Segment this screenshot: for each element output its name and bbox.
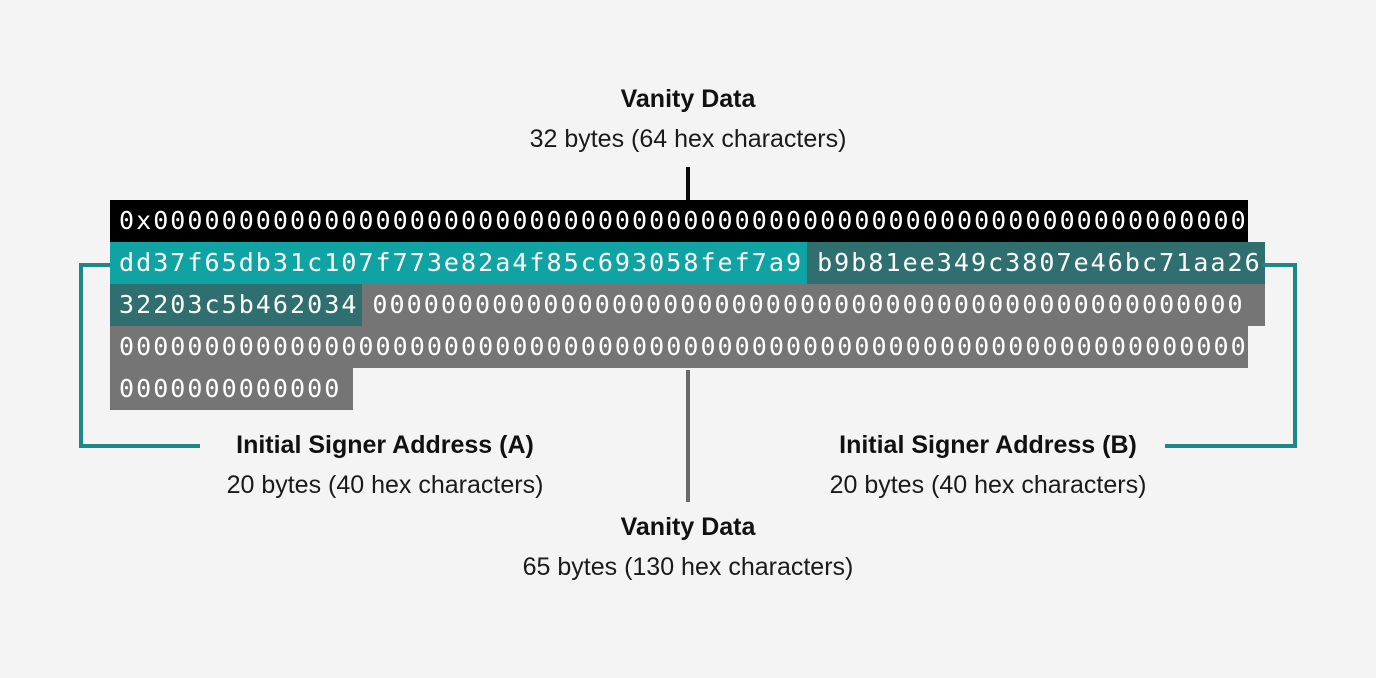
- signer-b-bracket-bottom: [1165, 444, 1297, 448]
- vanity-zeros-row3: 0000000000000000000000000000000000000000…: [362, 284, 1265, 326]
- hex-data-block: 0x00000000000000000000000000000000000000…: [110, 200, 1265, 410]
- hex-row-2: dd37f65db31c107f773e82a4f85c693058fef7a9…: [110, 242, 1265, 284]
- top-annotation: Vanity Data 32 bytes (64 hex characters): [488, 84, 888, 155]
- hex-row-5: 0000000000000: [110, 368, 354, 410]
- bottom-connector-line: [686, 370, 690, 502]
- top-connector-line: [686, 167, 690, 200]
- signer-b-annotation: Initial Signer Address (B) 20 bytes (40 …: [788, 430, 1188, 501]
- hex-row-3: 32203c5b462034 0000000000000000000000000…: [110, 284, 1265, 326]
- signer-b-segment-part1: b9b81ee349c3807e46bc71aa26: [807, 242, 1265, 284]
- signer-b-bracket: [1262, 263, 1297, 448]
- signer-a-segment: dd37f65db31c107f773e82a4f85c693058fef7a9: [110, 242, 808, 284]
- top-annotation-subtitle: 32 bytes (64 hex characters): [529, 125, 847, 153]
- signer-a-bracket-bottom: [79, 444, 200, 448]
- bottom-annotation-title: Vanity Data: [620, 513, 756, 541]
- signer-b-title: Initial Signer Address (B): [839, 431, 1137, 459]
- signer-b-subtitle: 20 bytes (40 hex characters): [829, 471, 1147, 499]
- top-annotation-title: Vanity Data: [620, 85, 756, 113]
- signer-a-bracket: [79, 263, 110, 448]
- bottom-annotation-subtitle: 65 bytes (130 hex characters): [522, 553, 854, 581]
- vanity-zeros-row5: 0000000000000: [110, 368, 354, 410]
- vanity-prefix-segment: 0x00000000000000000000000000000000000000…: [110, 200, 1248, 242]
- hex-row-4: 0000000000000000000000000000000000000000…: [110, 326, 1265, 368]
- signer-b-segment-part2: 32203c5b462034: [110, 284, 363, 326]
- signer-a-title: Initial Signer Address (A): [236, 431, 534, 459]
- hex-row-1: 0x00000000000000000000000000000000000000…: [110, 200, 1265, 242]
- signer-a-annotation: Initial Signer Address (A) 20 bytes (40 …: [185, 430, 585, 501]
- bottom-annotation: Vanity Data 65 bytes (130 hex characters…: [488, 512, 888, 583]
- signer-a-subtitle: 20 bytes (40 hex characters): [226, 471, 544, 499]
- vanity-zeros-row4: 0000000000000000000000000000000000000000…: [110, 326, 1248, 368]
